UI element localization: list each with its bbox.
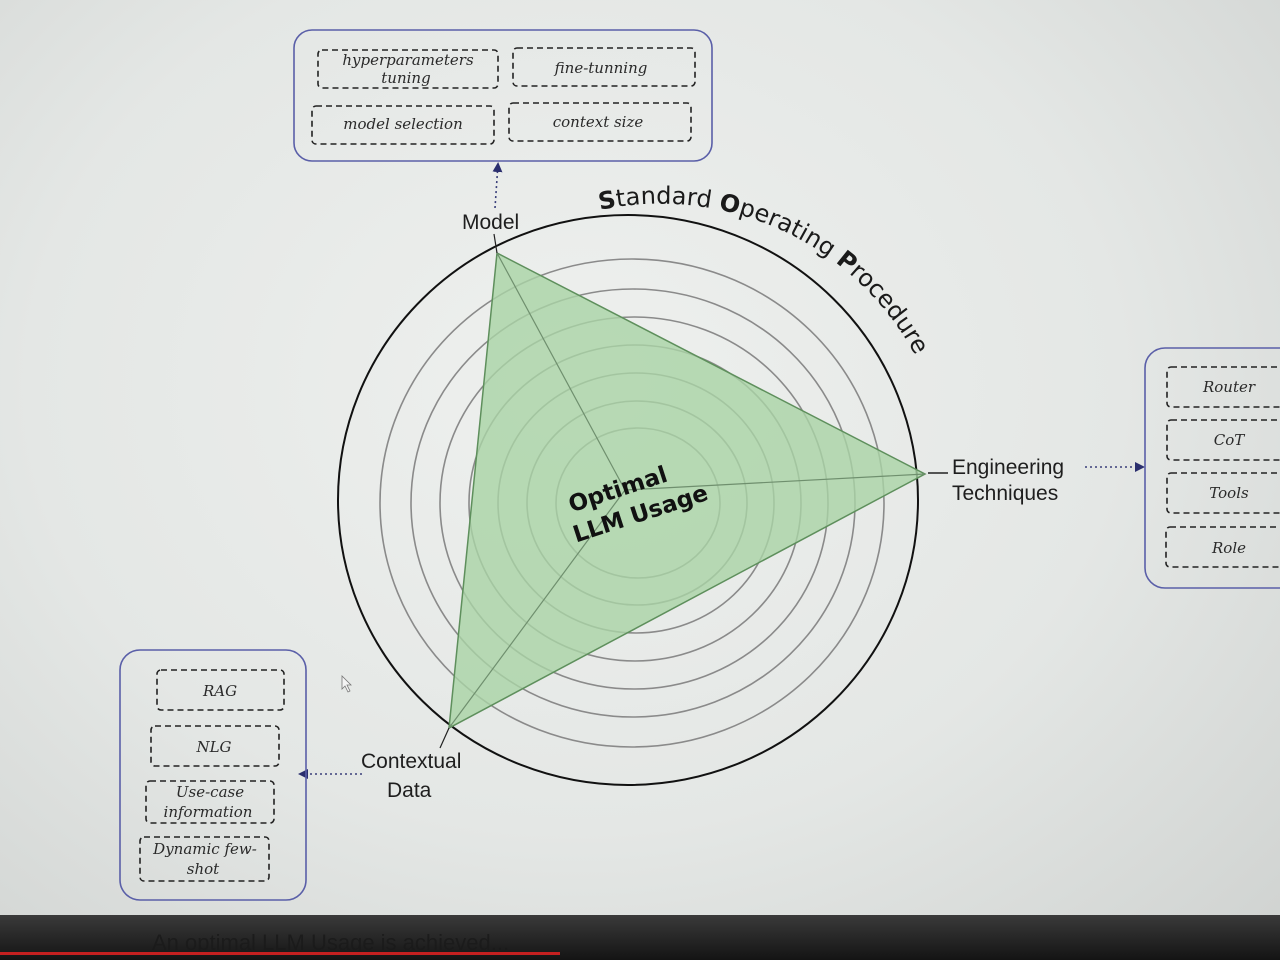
hyperparameters-tuning-label-line2: tuning <box>381 69 430 87</box>
use-case-information-label-line1: Use-case <box>176 783 244 801</box>
contextual-options-group: RAG NLG Use-case information Dynamic few… <box>119 649 307 901</box>
use-case-information-label-line2: information <box>164 803 253 821</box>
outer-ring <box>337 214 919 786</box>
dynamic-few-shot-label-line2: shot <box>187 860 220 878</box>
rag-box <box>156 669 285 711</box>
role-label: Role <box>1211 539 1246 557</box>
model-selection-box <box>311 105 495 145</box>
fine-tuning-label: fine-tunning <box>554 59 648 77</box>
dynamic-few-shot-label-line1: Dynamic few- <box>152 840 257 858</box>
progress-highlight-line <box>0 952 560 955</box>
model-group-border <box>293 29 713 162</box>
cot-label: CoT <box>1214 431 1246 449</box>
fine-tuning-box <box>512 47 696 87</box>
axis-label-contextual-line2: Data <box>387 779 432 802</box>
sop-word-operating: perating <box>736 193 848 267</box>
model-selection-label: model selection <box>343 115 462 133</box>
axis-label-model: Model <box>462 211 519 234</box>
rag-label: RAG <box>202 682 237 700</box>
hyperparameters-tuning-label-line1: hyperparameters <box>342 51 474 69</box>
sop-letter-s: S <box>596 185 618 216</box>
router-box <box>1166 366 1280 408</box>
tools-label: Tools <box>1209 484 1249 502</box>
model-connector-arrow <box>492 162 503 209</box>
router-label: Router <box>1202 378 1256 396</box>
mouse-cursor-icon <box>341 675 352 693</box>
dynamic-few-shot-box <box>139 836 270 882</box>
optimal-usage-triangle <box>448 251 927 730</box>
triangle-spokes <box>448 252 926 729</box>
sop-word-procedure: rocedure <box>845 257 935 359</box>
sop-word-standard: tandard <box>614 182 722 216</box>
spoke-contextual <box>448 489 626 729</box>
engineering-group-border <box>1144 347 1280 589</box>
axis-tick-model <box>493 233 498 254</box>
nlg-label: NLG <box>195 738 231 756</box>
context-size-label: context size <box>553 113 644 131</box>
spoke-engineering <box>624 473 926 491</box>
axis-label-engineering-line2: Techniques <box>952 482 1058 505</box>
cot-box <box>1166 419 1280 461</box>
inner-ring <box>379 258 885 748</box>
nlg-box <box>150 725 280 767</box>
engineering-options-group: Router CoT Tools Role <box>1144 347 1280 589</box>
spoke-model <box>496 252 626 491</box>
use-case-information-box <box>145 780 275 824</box>
context-size-box <box>508 102 692 142</box>
model-options-group: hyperparameters tuning fine-tunning mode… <box>293 29 713 162</box>
axis-label-engineering-line1: Engineering <box>952 456 1064 479</box>
axis-label-contextual-line1: Contextual <box>361 750 461 773</box>
hyperparameters-tuning-box <box>317 49 499 89</box>
role-box <box>1165 526 1280 568</box>
tools-box <box>1166 472 1280 514</box>
figure-caption: An optimal LLM Usage is achieved... <box>152 930 510 955</box>
contextual-group-border <box>119 649 307 901</box>
axis-tick-contextual <box>439 727 450 749</box>
